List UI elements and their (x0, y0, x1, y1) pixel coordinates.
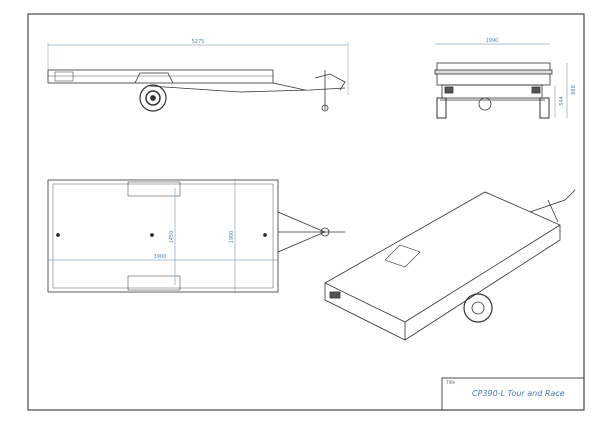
dimension-outer-width: 1900 (229, 231, 235, 244)
title-label: Title (446, 380, 456, 386)
title-block (441, 377, 585, 411)
drawing-frame (27, 13, 585, 411)
side-view (47, 42, 349, 112)
dimension-bed-height: 544 (559, 96, 565, 106)
top-view (47, 179, 345, 293)
dimension-front-width: 1990 (486, 38, 499, 44)
front-view (434, 43, 568, 119)
dimension-inner-width: 1450 (169, 231, 175, 244)
dimension-total-height: 888 (571, 85, 577, 95)
title-value: CP390-L Tour and Race (472, 389, 565, 398)
dimension-side-length: 5275 (192, 39, 205, 45)
dimension-top-length: 3900 (154, 254, 167, 260)
isometric-view (324, 189, 576, 341)
